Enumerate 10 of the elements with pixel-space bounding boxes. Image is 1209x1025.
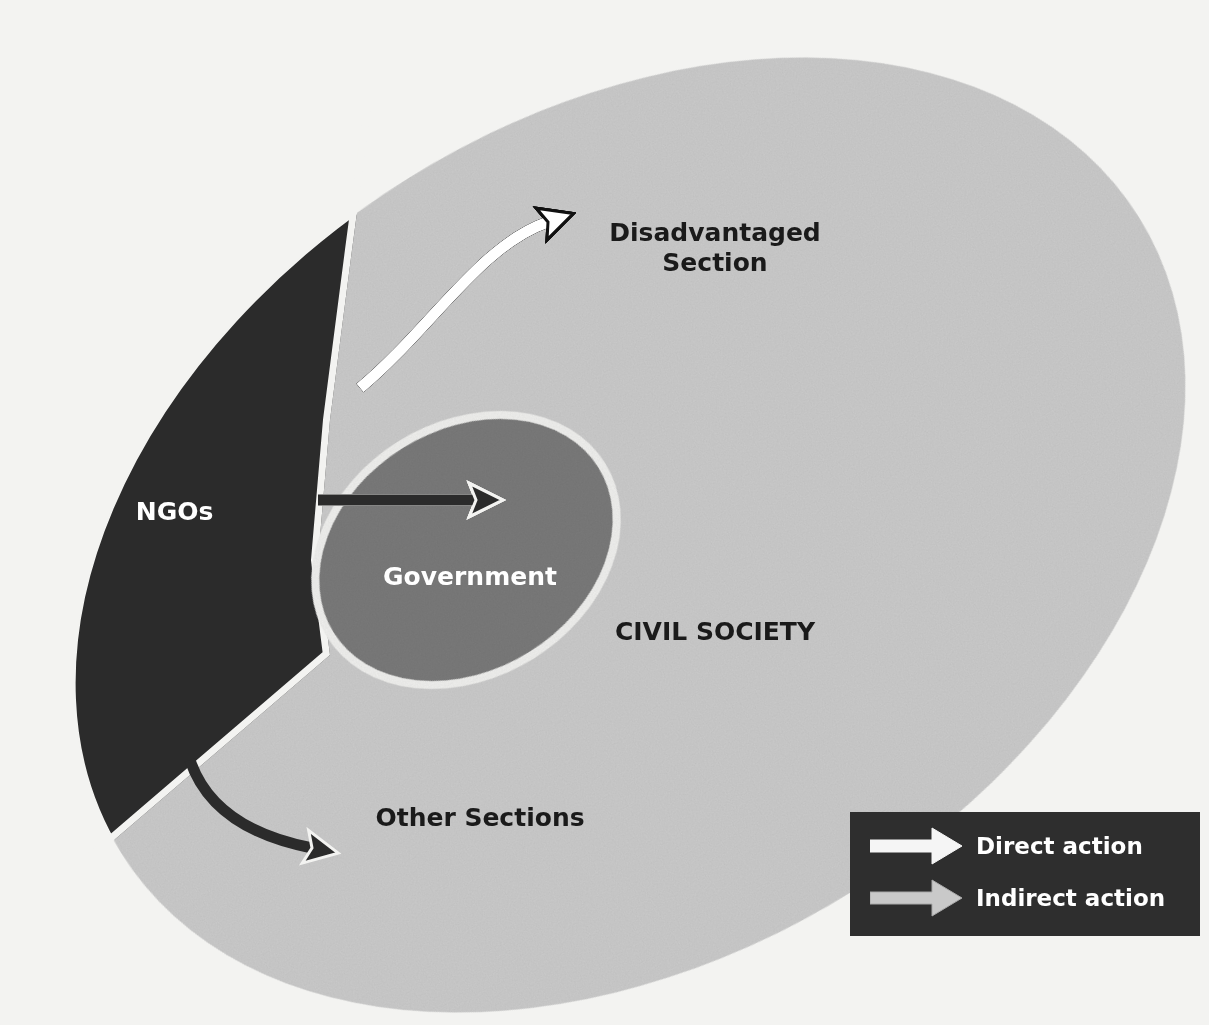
arrow [356, 207, 575, 393]
arrow [184, 758, 340, 865]
node-label: Disadvantaged Section [608, 218, 822, 278]
arrow [318, 481, 505, 519]
node-label: Other Sections [374, 803, 586, 833]
node-label: CIVIL SOCIETY [613, 617, 817, 647]
node-label: NGOs [134, 497, 215, 527]
node-label: Government [382, 562, 558, 592]
legend-label: Indirect action [976, 885, 1166, 911]
legend-label: Direct action [976, 833, 1143, 859]
